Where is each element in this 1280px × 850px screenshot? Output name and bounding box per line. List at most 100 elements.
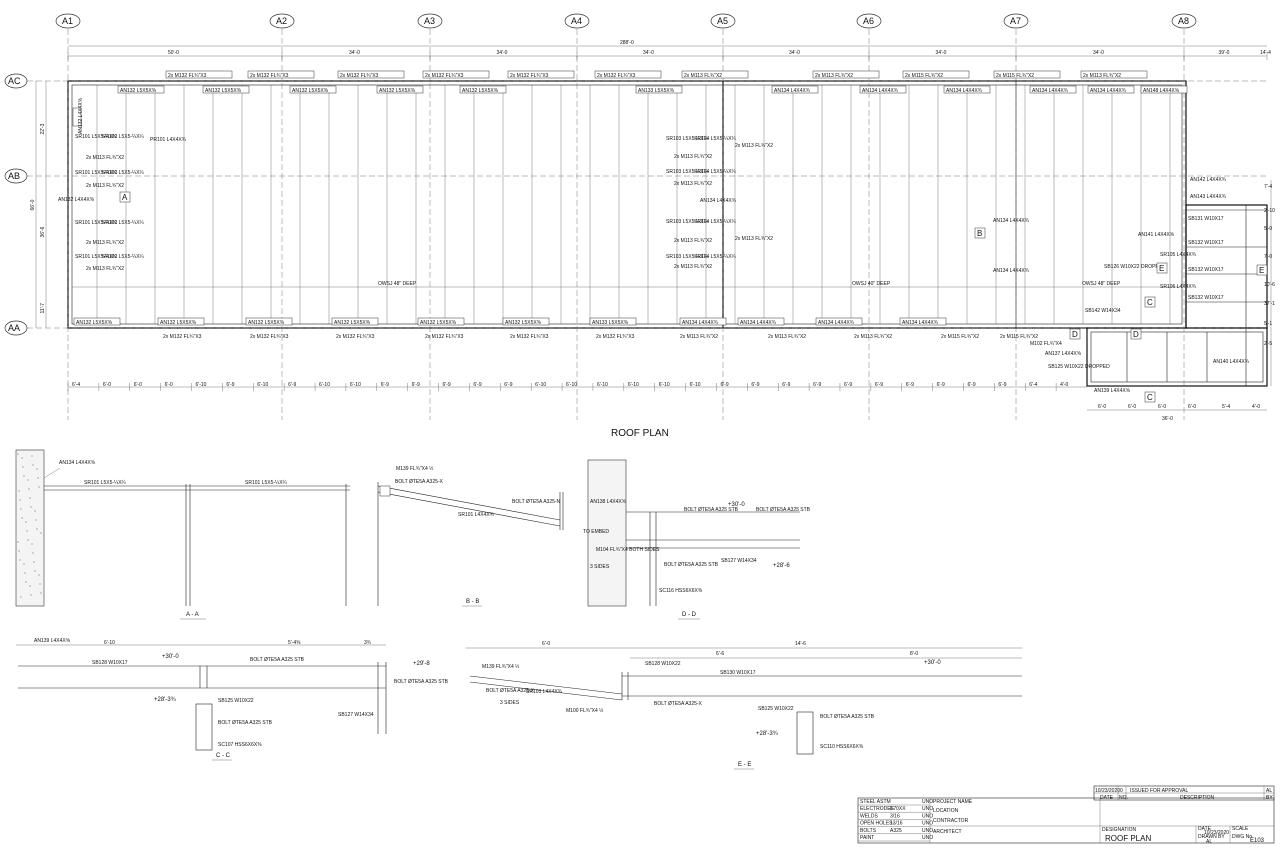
overall-dimension: 288'-0 — [620, 40, 634, 46]
dd-bolt-b: BOLT ØTE5A A325 STB — [756, 507, 811, 513]
grid-bubble-ac: AC — [4, 73, 28, 89]
section-marker-c[interactable]: C — [1144, 296, 1156, 308]
section-marker-e[interactable]: E — [1156, 262, 1168, 274]
bottom-dimension: 6'-0 — [103, 382, 111, 388]
cc-elev-top: +30'-0 — [162, 654, 179, 660]
bottom-dimension: 6'-9 — [226, 382, 234, 388]
sheet-date: 10/23/2020 — [1204, 830, 1229, 836]
grid-label: A1 — [62, 16, 73, 26]
bottom-dimension: 4'-0 — [1060, 382, 1068, 388]
bottom-dimension: 6'-10 — [535, 382, 546, 388]
right-dimension: 7'-0 — [1264, 254, 1272, 260]
callout-m102: M102 FL¾"X4 — [1030, 341, 1062, 347]
cc-sb125: SB125 W10X22 — [218, 698, 254, 704]
callout-sr104-b: SR104 L5X5-¼X¼ — [694, 169, 737, 175]
angle-label-bottom: AN134 L4X4X¾ — [902, 320, 939, 326]
callout-m113-a: 2x M113 FL¾"X2 — [86, 155, 124, 161]
bb-title: B - B — [466, 599, 479, 605]
callout-sr104-d: SR104 L5X5-¼X¼ — [694, 254, 737, 260]
grid-bubble-a7: A7 — [1003, 13, 1029, 29]
bb-label-bolt-n: BOLT ØTE5A A325-N — [512, 499, 561, 505]
grid-label: A2 — [276, 16, 287, 26]
joist-lines — [96, 85, 1171, 324]
section-marker-b[interactable]: B — [974, 227, 986, 239]
beam-label-top: 2x M113 FL¾"X2 — [684, 73, 722, 79]
rev-description: ISSUED FOR APPROVAL — [1130, 788, 1188, 794]
section-dd: AN138 L4X4X⅝ +30'-0 BOLT ØTE5A A325 STB … — [583, 459, 811, 620]
section-markers: A B C D E E D C — [119, 191, 1268, 403]
bottom-dimension: 6'-9 — [381, 382, 389, 388]
cc-sb127: SB127 W14X34 — [338, 712, 374, 718]
spec-value: 13/16 — [890, 821, 903, 827]
bottom-dimension: 6'-0 — [165, 382, 173, 388]
beam-label-bottom: 2x M132 FL¾"X3 — [596, 334, 635, 340]
top-dimension: 34'-0 — [1093, 50, 1104, 56]
bottom-dimension: 6'-9 — [937, 382, 945, 388]
cc-an139: AN139 L4X4X⅝ — [34, 638, 71, 644]
grid-bubble-a6: A6 — [856, 13, 882, 29]
bottom-dimension: 6'-9 — [998, 382, 1006, 388]
angle-label-bottom: AN132 L5X5X⅜ — [160, 320, 197, 326]
svg-text:E: E — [1159, 264, 1164, 273]
callout-sb131: SB131 W10X17 — [1188, 216, 1224, 222]
bottom-dimension: 6'-9 — [813, 382, 821, 388]
cc-elev-b: +29'-8 — [413, 661, 430, 667]
spec-value: 3/16 — [890, 813, 900, 819]
top-dimension: 39'-0 — [1219, 50, 1230, 56]
angle-label-bottom: AN132 L5X5X⅜ — [248, 320, 285, 326]
cc-bolt-b: BOLT ØTE5A A325 STB — [394, 679, 449, 685]
angle-label-top: AN134 L4X4X¾ — [774, 88, 811, 94]
right-dimension: 37'-1 — [1264, 301, 1275, 307]
ee-3sides: 3 SIDES — [500, 700, 520, 706]
drawn-label: DRAWN BY — [1198, 834, 1225, 840]
section-marker-d[interactable]: D — [1130, 328, 1142, 340]
callout-sb132-b: SB132 W10X17 — [1188, 267, 1224, 273]
ee-m100: M100 FL¾"X4 ½ — [566, 707, 604, 714]
beam-label-top: 2x M113 FL¾"X2 — [815, 73, 853, 79]
dd-bolt-a: BOLT ØTE5A A325 STB — [684, 507, 739, 513]
dd-3sides: 3 SIDES — [590, 564, 610, 570]
rev-by: AL — [1266, 788, 1272, 794]
bottom-dimension: 6'-9 — [751, 382, 759, 388]
callout-sr103-c: SR103 L5X5-¼X¼ — [666, 219, 709, 225]
callout-sr102-d: SR102 L5X5-¼X¼ — [102, 254, 145, 260]
section-marker-d[interactable]: D — [1069, 328, 1081, 340]
bb-label-bolt-x: BOLT ØTE5A A325-X — [395, 479, 444, 485]
callout-sb132-c: SB132 W10X17 — [1188, 295, 1224, 301]
bottom-dimension: 6'-10 — [566, 382, 577, 388]
ee-sb128: SB128 W10X22 — [645, 661, 681, 667]
section-marker-e[interactable]: E — [1256, 264, 1268, 276]
grid-label: AC — [8, 76, 21, 86]
spec-unit: UNO — [922, 813, 933, 819]
cc-sc107: SC107 HSS6X6X⅜ — [218, 742, 262, 748]
top-dimension: 34'-0 — [936, 50, 947, 56]
grid-label: A3 — [424, 16, 435, 26]
grid-bubble-ab: AB — [4, 168, 28, 184]
revision-block: 10/23/2020 0 ISSUED FOR APPROVAL AL DATE… — [1093, 785, 1275, 801]
angle-label-bottom: AN132 L5X5X⅜ — [76, 320, 113, 326]
dd-elev-bot: +28'-6 — [773, 563, 790, 569]
callout-sr103-d: SR103 L5X5-¼X¼ — [666, 254, 709, 260]
dd-m104: M104 FL¾"X4 BOTH SIDES — [596, 547, 660, 553]
ee-sc110: SC110 HSS6X6X⅜ — [820, 744, 864, 750]
right-bay-dimension: 36'-0 — [1162, 416, 1173, 422]
grid-bubble-a3: A3 — [417, 13, 443, 29]
callout-an143: AN143 L4X4X¾ — [1190, 194, 1227, 200]
beam-label-bottom: 2x M113 FL¾"X2 — [854, 334, 892, 340]
bottom-dimension: 6'-9 — [844, 382, 852, 388]
beam-label-top: 2x M115 FL¾"X2 — [905, 73, 943, 79]
spec-unit: UNO — [922, 799, 933, 805]
bb-label-sr101: SR101 L4X4X¾ — [458, 512, 495, 518]
section-marker-a[interactable]: A — [119, 191, 131, 203]
left-dimension: 22'-3 — [40, 123, 46, 134]
section-marker-c[interactable]: C — [1144, 391, 1156, 403]
ee-sb130: SB130 W10X17 — [720, 670, 756, 676]
ee-title: E - E — [738, 762, 751, 768]
callout-sr105: SR105 L4X4X¾ — [1160, 252, 1197, 258]
spec-key: PAINT — [860, 835, 874, 841]
